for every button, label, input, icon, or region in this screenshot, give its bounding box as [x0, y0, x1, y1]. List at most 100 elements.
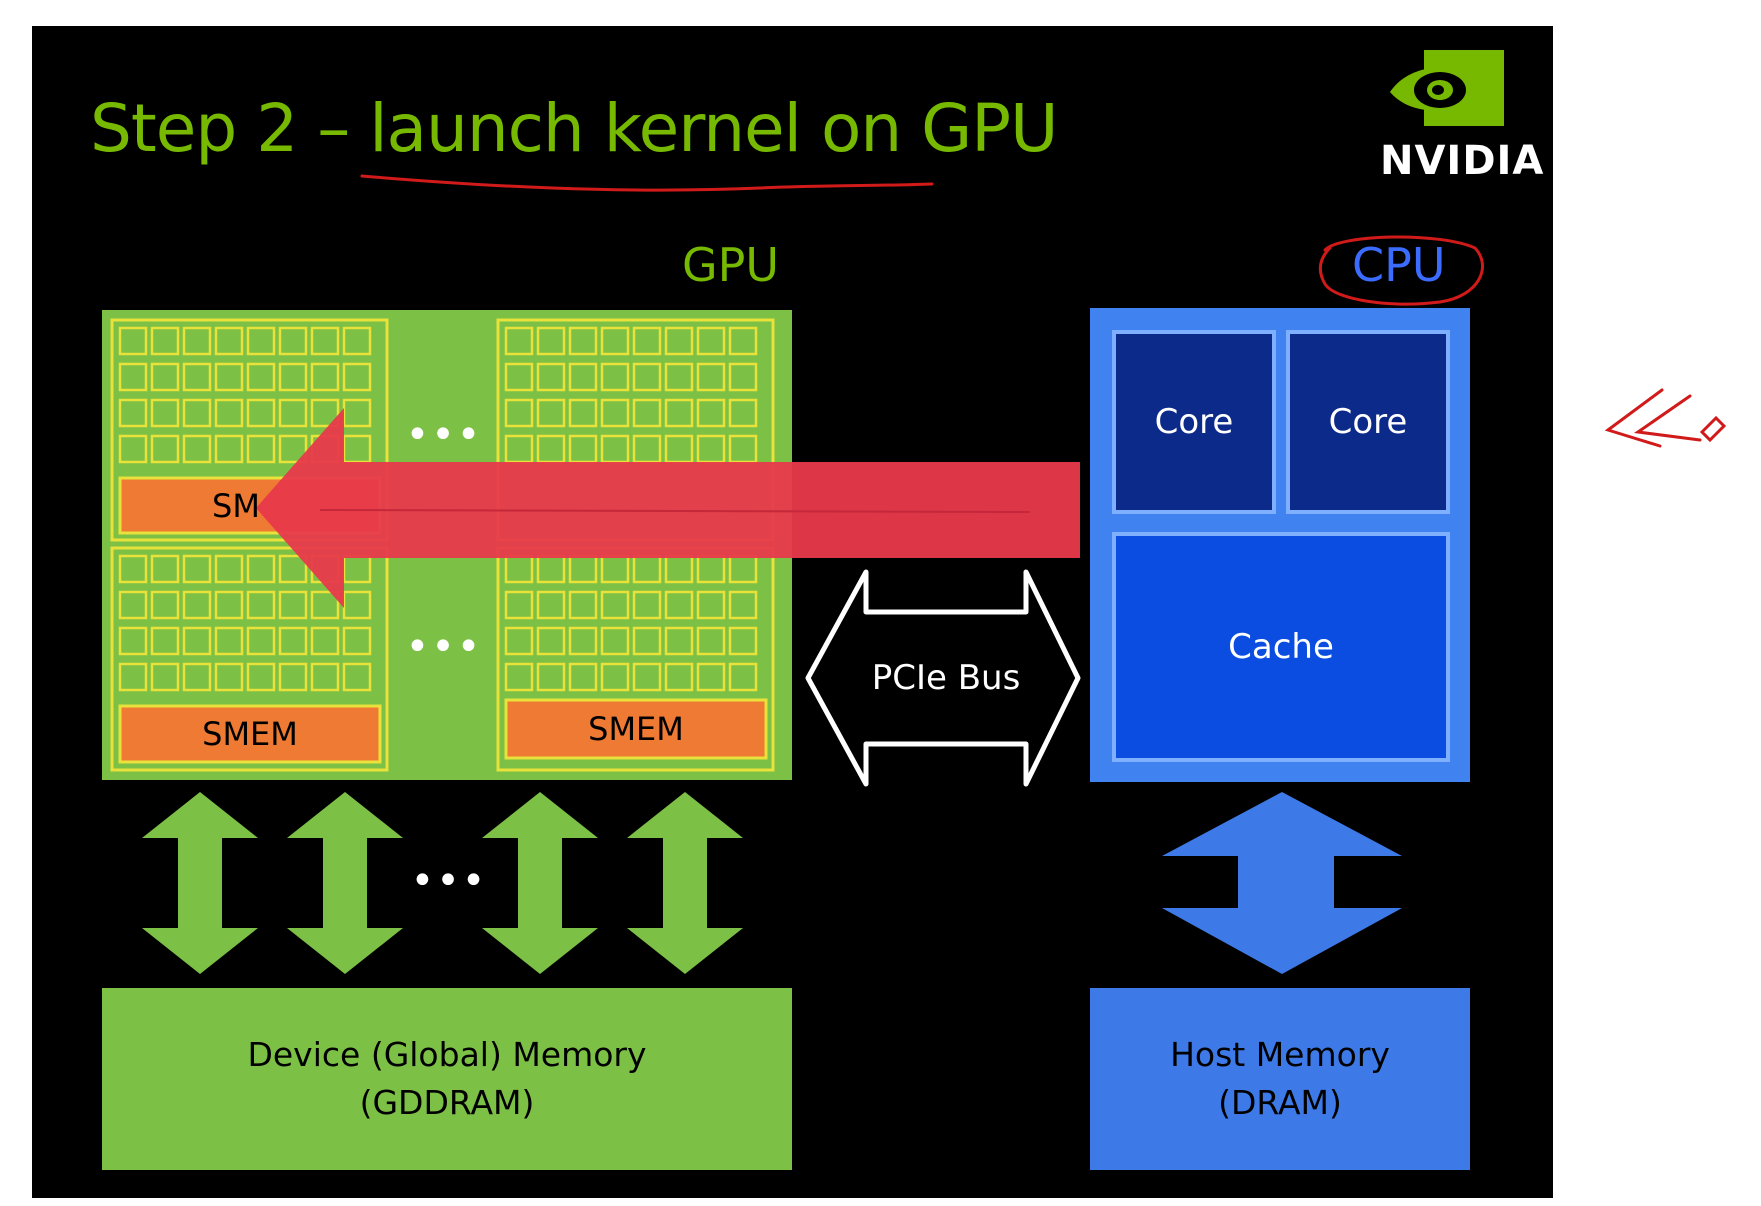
sm-core-cell [214, 398, 244, 428]
sm-core-cell [696, 362, 726, 392]
sm-core-cell [664, 434, 694, 464]
sm-core-cell [278, 326, 308, 356]
sm-core-cell [118, 398, 148, 428]
sm-core-cell [696, 626, 726, 656]
nvidia-logo-icon [1390, 50, 1504, 126]
sm-core-cell [728, 662, 758, 692]
sm-core-cell [118, 662, 148, 692]
sm-core-cell [504, 590, 534, 620]
sm-core-cell [728, 362, 758, 392]
ellipsis-top: ••• [405, 412, 483, 458]
sm-core-cell [728, 398, 758, 428]
sm-core-cell [118, 626, 148, 656]
sm-core-cell [150, 662, 180, 692]
sm-core-cell [504, 434, 534, 464]
sm-core-cell [600, 362, 630, 392]
sm-core-cell [696, 326, 726, 356]
sm-core-cell [600, 626, 630, 656]
sm-core-cell [600, 590, 630, 620]
sm-core-cell [182, 326, 212, 356]
host-memory-line1: Host Memory [1170, 1035, 1390, 1074]
sm-core-cell [632, 362, 662, 392]
smem-bar [504, 698, 768, 760]
sm-core-cell [214, 590, 244, 620]
memory-arrow-4 [627, 792, 743, 974]
memory-arrow-2 [287, 792, 403, 974]
sm-core-cell [246, 326, 276, 356]
sm-core-grid [504, 326, 758, 464]
sm-core-cell [536, 590, 566, 620]
sm-core-cell [278, 398, 308, 428]
device-memory-line1: Device (Global) Memory [247, 1035, 647, 1074]
sm-core-cell [214, 362, 244, 392]
sm-core-cell [150, 362, 180, 392]
sm-core-cell [536, 362, 566, 392]
host-memory-line2: (DRAM) [1218, 1083, 1342, 1122]
sm-core-cell [118, 434, 148, 464]
sm-core-cell [342, 362, 372, 392]
sm-core-cell [246, 590, 276, 620]
sm-core-cell [504, 362, 534, 392]
sm-core-cell [568, 590, 598, 620]
sm-partial-label: SM [212, 486, 260, 525]
sm-core-cell [536, 326, 566, 356]
sm-core-cell [664, 626, 694, 656]
sm-core-cell [696, 398, 726, 428]
sm-core-cell [310, 662, 340, 692]
sm-core-cell [504, 398, 534, 428]
sm-core-cell [182, 434, 212, 464]
core-label-2: Core [1328, 402, 1408, 442]
sm-core-cell [504, 326, 534, 356]
ellipsis-bottom: ••• [410, 858, 488, 904]
sm-core-cell [536, 554, 566, 584]
sm-core-cell [182, 662, 212, 692]
sm-core-cell [182, 626, 212, 656]
sm-core-cell [568, 362, 598, 392]
sm-core-cell [246, 626, 276, 656]
sm-core-cell [342, 626, 372, 656]
sm-core-cell [632, 662, 662, 692]
sm-core-grid [504, 554, 758, 692]
sm-core-cell [600, 326, 630, 356]
sm-core-cell [246, 662, 276, 692]
sm-core-cell [182, 362, 212, 392]
sm-core-cell [118, 362, 148, 392]
sm-core-cell [278, 662, 308, 692]
sm-core-cell [342, 590, 372, 620]
sm-core-cell [246, 554, 276, 584]
sm-core-cell [310, 626, 340, 656]
sm-core-cell [536, 434, 566, 464]
pen-marker-annotation [1604, 388, 1727, 448]
sm-core-cell [342, 662, 372, 692]
sm-core-cell [310, 590, 340, 620]
sm-core-cell [118, 326, 148, 356]
cache-box [1112, 532, 1450, 762]
sm-core-cell [504, 626, 534, 656]
sm-core-cell [150, 398, 180, 428]
sm-core-cell [568, 662, 598, 692]
sm-core-cell [118, 554, 148, 584]
sm-core-cell [150, 434, 180, 464]
arrow-sketch-line [319, 509, 1031, 513]
sm-core-cell [568, 398, 598, 428]
sm-core-cell [182, 590, 212, 620]
sm-core-cell [310, 362, 340, 392]
sm-core-cell [632, 398, 662, 428]
sm-core-cell [696, 554, 726, 584]
sm-core-cell [278, 554, 308, 584]
sm-core-cell [342, 398, 372, 428]
sm-core-cell [600, 554, 630, 584]
sm-core-cell [278, 434, 308, 464]
core-box-2 [1286, 330, 1450, 514]
sm-core-cell [504, 662, 534, 692]
sm-core-grid [118, 554, 372, 692]
sm-core-cell [246, 398, 276, 428]
sm-core-cell [182, 398, 212, 428]
sm-core-cell [278, 626, 308, 656]
sm-core-cell [214, 626, 244, 656]
sm-core-cell [664, 326, 694, 356]
host-memory-label: Host Memory (DRAM) [1090, 988, 1470, 1170]
sm-core-cell [600, 662, 630, 692]
